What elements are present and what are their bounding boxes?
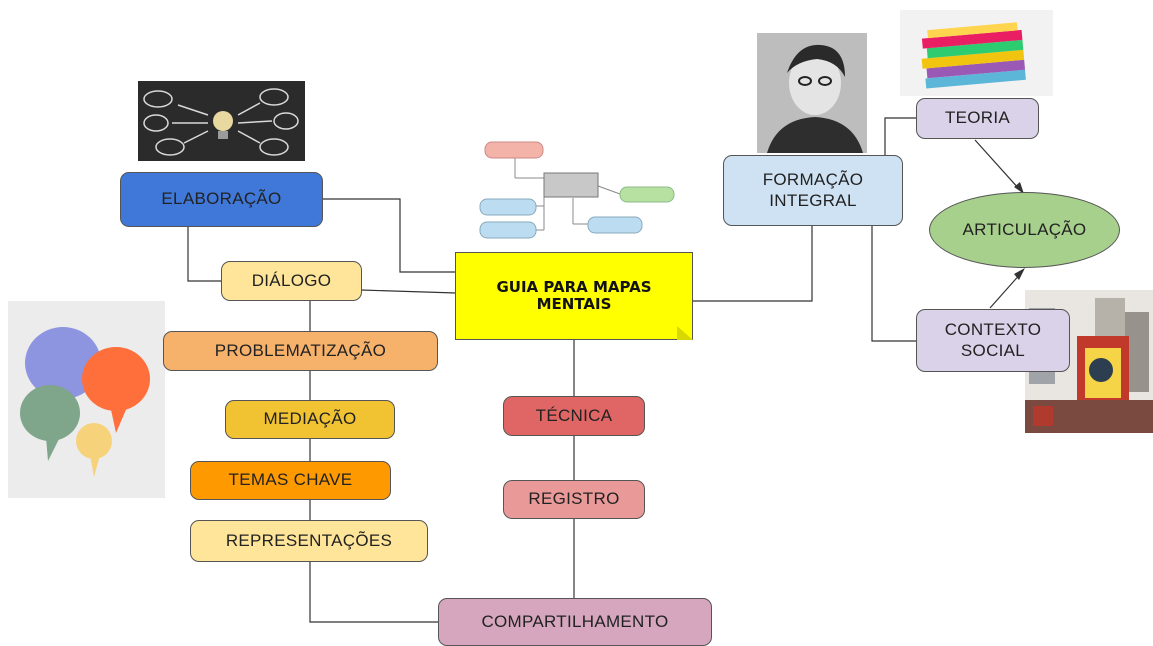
node-contexto-social[interactable]: CONTEXTO SOCIAL: [916, 309, 1070, 372]
mindmap-diagram-image: [479, 141, 675, 239]
node-registro[interactable]: REGISTRO: [503, 480, 645, 519]
books-image: [900, 10, 1053, 96]
node-tecnica[interactable]: TÉCNICA: [503, 396, 645, 436]
portrait-photo-image: [757, 33, 867, 153]
note-fold-corner: [677, 326, 693, 340]
node-representacoes[interactable]: REPRESENTAÇÕES: [190, 520, 428, 562]
node-compartilhamento[interactable]: COMPARTILHAMENTO: [438, 598, 712, 646]
node-teoria[interactable]: TEORIA: [916, 98, 1039, 139]
speech-bubbles-image: [8, 301, 165, 498]
node-mediacao[interactable]: MEDIAÇÃO: [225, 400, 395, 439]
central-topic-label: GUIA PARA MAPAS MENTAIS: [496, 277, 652, 313]
node-formacao-integral[interactable]: FORMAÇÃO INTEGRAL: [723, 155, 903, 226]
central-topic[interactable]: GUIA PARA MAPAS MENTAIS: [455, 252, 693, 340]
node-articulacao[interactable]: ARTICULAÇÃO: [929, 192, 1120, 268]
node-problematizacao[interactable]: PROBLEMATIZAÇÃO: [163, 331, 438, 371]
node-temas-chave[interactable]: TEMAS CHAVE: [190, 461, 391, 500]
lightbulb-mindmap-image: [138, 81, 305, 161]
node-elaboracao[interactable]: ELABORAÇÃO: [120, 172, 323, 227]
node-dialogo[interactable]: DIÁLOGO: [221, 261, 362, 301]
